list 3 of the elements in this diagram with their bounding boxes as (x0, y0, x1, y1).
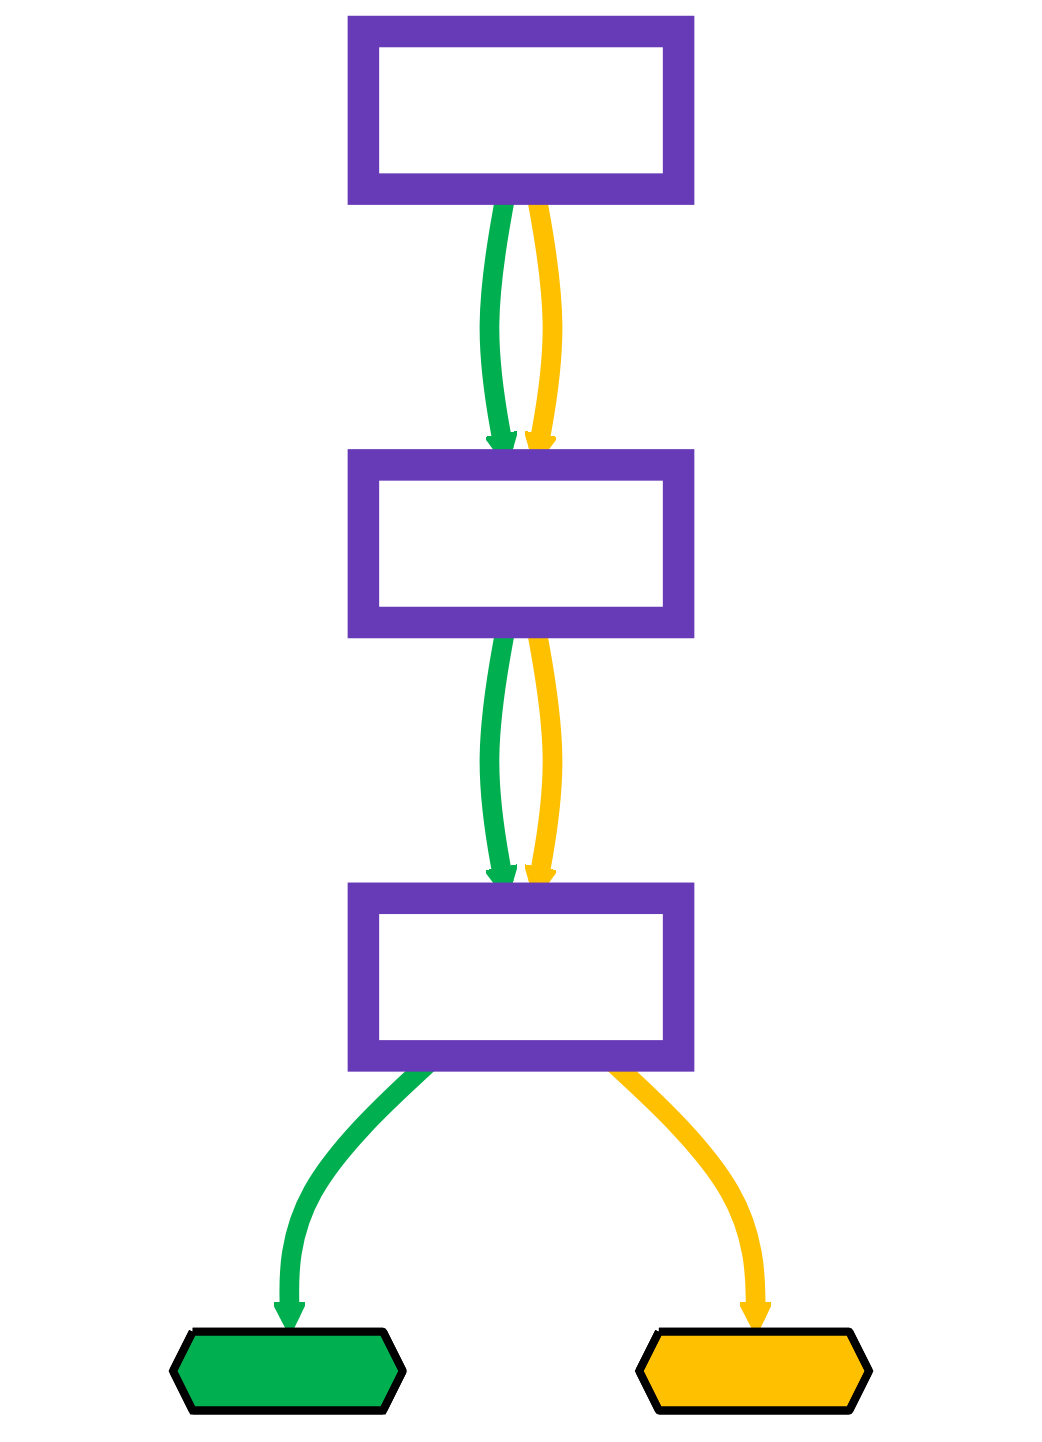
node-box (347, 882, 695, 1072)
node-box (347, 449, 695, 639)
node-box (347, 15, 695, 205)
